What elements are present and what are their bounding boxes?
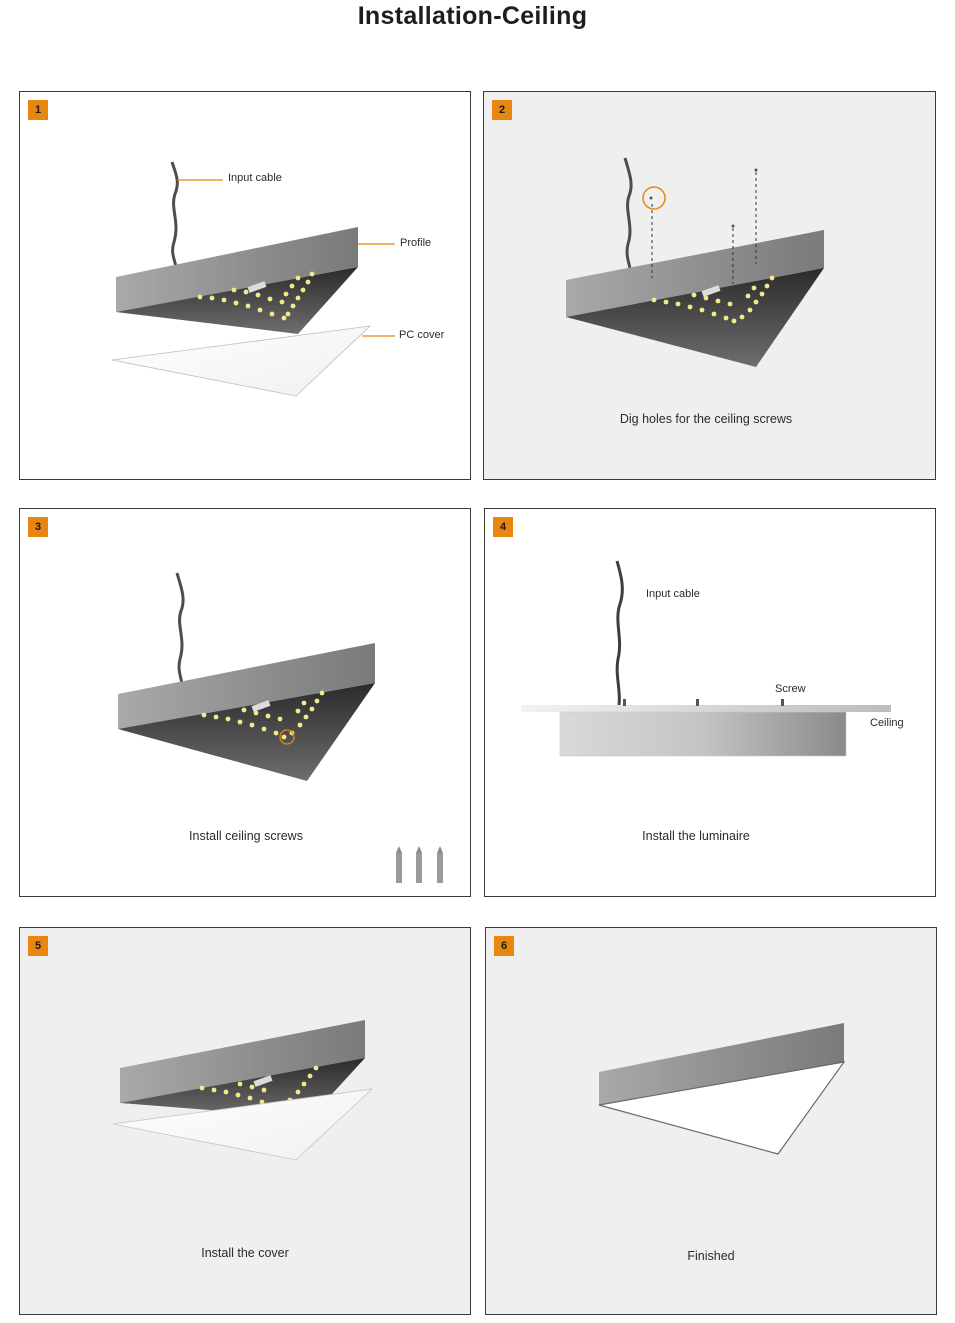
step-1-illustration <box>111 161 395 397</box>
page-title: Installation-Ceiling <box>357 2 588 30</box>
step-caption: Install ceiling screws <box>189 829 303 843</box>
step-number-badge: 6 <box>494 936 514 956</box>
step-number-badge: 4 <box>493 517 513 537</box>
step-panel-5: 5 Install the cover <box>19 927 471 1315</box>
step-number-badge: 3 <box>28 517 48 537</box>
step-caption: Finished <box>687 1249 735 1263</box>
step-number-badge: 1 <box>28 100 48 120</box>
callout-screw: Screw <box>775 683 806 695</box>
step-5-illustration <box>112 1020 374 1161</box>
step-caption: Install the cover <box>201 1246 289 1260</box>
step-3-illustration <box>118 572 443 883</box>
step-caption: Dig holes for the ceiling screws <box>619 412 793 426</box>
callout-profile: Profile <box>400 237 432 249</box>
wall-plug-icon <box>396 846 443 883</box>
step-2-illustration <box>566 157 824 367</box>
step-panel-3: 3 Install ceiling screws <box>19 508 471 897</box>
step-number-badge: 5 <box>28 936 48 956</box>
callout-input-cable: Input cable <box>228 172 282 184</box>
step-panel-6: 6 Finished <box>485 927 937 1315</box>
step-6-illustration <box>598 1023 846 1155</box>
step-panel-2: 2 Dig holes for the ceiling screws <box>483 91 936 480</box>
step-4-illustration <box>521 560 891 757</box>
callout-input-cable: Input cable <box>646 588 700 600</box>
callout-pc-cover: PC cover <box>399 329 445 341</box>
step-caption: Install the luminaire <box>642 829 750 843</box>
step-panel-4: 4 Input cable Screw Ceiling Install the … <box>484 508 936 897</box>
callout-ceiling: Ceiling <box>870 717 904 729</box>
step-number-badge: 2 <box>492 100 512 120</box>
step-panel-1: 1 Input cable Profile PC cover <box>19 91 471 480</box>
